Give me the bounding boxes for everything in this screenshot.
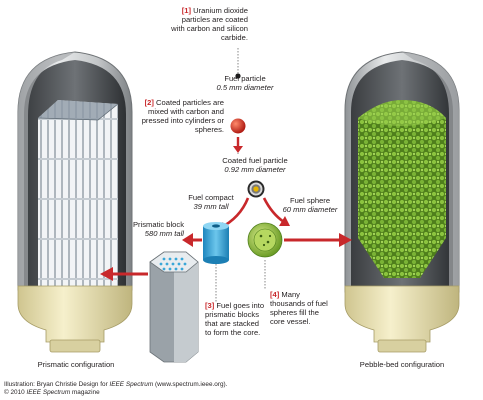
fuel-compact-label: Fuel compact 39 mm tall bbox=[176, 193, 246, 211]
step-3-text: Fuel goes into prismatic blocks that are… bbox=[205, 301, 265, 337]
step-1-number: [1] bbox=[181, 6, 191, 15]
fuel-sphere-size: 60 mm diameter bbox=[282, 205, 338, 214]
fuel-sphere-icon bbox=[247, 222, 283, 258]
step-3-label: [3] Fuel goes into prismatic blocks that… bbox=[205, 301, 265, 337]
pebble-bed-vessel bbox=[344, 51, 460, 353]
step-1-text: Uranium dioxide particles are coated wit… bbox=[171, 6, 248, 42]
coated-particle-name: Coated fuel particle bbox=[222, 156, 288, 165]
prismatic-configuration-caption: Prismatic configuration bbox=[37, 360, 115, 369]
prismatic-vessel bbox=[17, 51, 133, 353]
step-2-text: Coated particles are mixed with carbon a… bbox=[141, 98, 224, 134]
copyright-line: © 2010 IEEE Spectrum magazine bbox=[4, 389, 100, 396]
step-4-number: [4] bbox=[270, 290, 280, 299]
fuel-particle-label: Fuel particle 0.5 mm diameter bbox=[205, 74, 285, 92]
prismatic-block-size: 580 mm tall bbox=[144, 229, 184, 238]
step-3-number: [3] bbox=[205, 301, 215, 310]
fuel-particle-name: Fuel particle bbox=[224, 74, 266, 83]
fuel-sphere-name: Fuel sphere bbox=[289, 196, 331, 205]
coated-fuel-particle-label: Coated fuel particle 0.92 mm diameter bbox=[207, 156, 303, 174]
fuel-sphere-label: Fuel sphere 60 mm diameter bbox=[270, 196, 350, 214]
fuel-compact-size: 39 mm tall bbox=[193, 202, 229, 211]
fuel-particle-icon bbox=[235, 73, 241, 79]
fuel-compact-name: Fuel compact bbox=[188, 193, 234, 202]
step-1-label: [1] Uranium dioxide particles are coated… bbox=[168, 6, 248, 42]
fuel-particle-size: 0.5 mm diameter bbox=[216, 83, 274, 92]
coated-fuel-particle-icon bbox=[247, 180, 265, 198]
step-4-text: Many thousands of fuel spheres fill the … bbox=[270, 290, 328, 326]
step-2-label: [2] Coated particles are mixed with carb… bbox=[130, 98, 224, 134]
coated-particle-size: 0.92 mm diameter bbox=[224, 165, 286, 174]
prismatic-block-label: Prismatic block 580 mm tall bbox=[128, 220, 184, 238]
prismatic-block-icon bbox=[149, 251, 199, 363]
prismatic-block-name: Prismatic block bbox=[132, 220, 184, 229]
step-4-label: [4] Many thousands of fuel spheres fill … bbox=[270, 290, 328, 326]
pebble-bed-configuration-caption: Pebble-bed configuration bbox=[359, 360, 445, 369]
fuel-compact-icon bbox=[203, 222, 229, 264]
illustration-credit: Illustration: Bryan Christie Design for … bbox=[4, 381, 228, 388]
step-2-number: [2] bbox=[144, 98, 154, 107]
coated-particle-icon bbox=[230, 118, 246, 134]
